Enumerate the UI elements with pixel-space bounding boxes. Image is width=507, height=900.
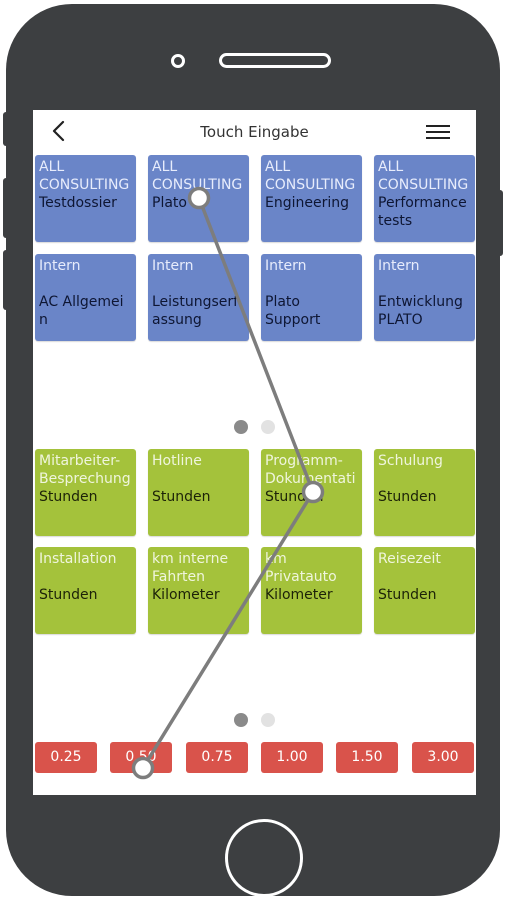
project-tile-testdossier[interactable]: ALL CONSULTING Testdossier	[35, 155, 136, 242]
tile-category: km Privatauto	[265, 551, 337, 585]
earpiece-speaker-icon	[219, 53, 331, 68]
tile-name: Entwicklung PLATO	[378, 294, 463, 328]
quantity-button-3.00[interactable]: 3.00	[412, 742, 474, 773]
tile-name: Stunden	[378, 587, 437, 603]
quantity-button-1.50[interactable]: 1.50	[336, 742, 398, 773]
tile-category: ALL CONSULTING	[265, 159, 356, 193]
tile-name: Leistungserf assung	[152, 294, 239, 328]
tile-category: Schulung	[378, 453, 443, 469]
activity-tile-installation[interactable]: Installation Stunden	[35, 547, 136, 634]
tile-name: Stunden	[39, 587, 98, 603]
quantity-button-1.00[interactable]: 1.00	[261, 742, 323, 773]
home-button[interactable]	[225, 819, 303, 897]
hamburger-menu-icon	[426, 125, 450, 139]
quantity-button-0.75[interactable]: 0.75	[186, 742, 248, 773]
tile-name: Engineering	[265, 195, 349, 211]
project-tile-performance-tests[interactable]: ALL CONSULTING Performance tests	[374, 155, 475, 242]
pager-top-dot-2[interactable]	[261, 420, 275, 434]
pager-bottom	[33, 713, 476, 727]
app-header: Touch Eingabe	[33, 110, 476, 152]
project-tile-plato[interactable]: ALL CONSULTING Plato	[148, 155, 249, 242]
quantity-button-0.25[interactable]: 0.25	[35, 742, 97, 773]
tile-name: AC Allgemein	[39, 294, 124, 328]
pager-top-dot-1[interactable]	[234, 420, 248, 434]
activity-tile-hotline[interactable]: Hotline Stunden	[148, 449, 249, 536]
tile-category: Mitarbeiter- Besprechung	[39, 453, 131, 487]
activity-tile-mitarbeiter-besprechung[interactable]: Mitarbeiter- Besprechung Stunden	[35, 449, 136, 536]
tile-name: Testdossier	[39, 195, 117, 211]
activity-tile-schulung[interactable]: Schulung Stunden	[374, 449, 475, 536]
tile-name: Stunden	[265, 489, 324, 505]
pager-top	[33, 420, 476, 434]
tile-category: Intern	[39, 258, 81, 274]
tile-category: ALL CONSULTING	[39, 159, 130, 193]
activity-tile-programm-dokumentati[interactable]: Programm- Dokumentati Stunden	[261, 449, 362, 536]
project-tile-ac-allgemein[interactable]: Intern AC Allgemein	[35, 254, 136, 341]
app-screen: Touch Eingabe ALL CONSULTING Testdossier…	[33, 110, 476, 795]
front-camera-icon	[171, 54, 185, 68]
tile-name: Plato	[152, 195, 187, 211]
project-tile-entwicklung-plato[interactable]: Intern Entwicklung PLATO	[374, 254, 475, 341]
tile-category: Hotline	[152, 453, 202, 469]
tile-category: Intern	[265, 258, 307, 274]
project-tile-engineering[interactable]: ALL CONSULTING Engineering	[261, 155, 362, 242]
tile-category: Intern	[152, 258, 194, 274]
tile-name: Plato Support	[265, 294, 321, 328]
activity-tile-km-interne-fahrten[interactable]: km interne Fahrten Kilometer	[148, 547, 249, 634]
power-button	[497, 190, 503, 256]
chevron-left-icon	[52, 120, 65, 142]
tile-category: ALL CONSULTING	[378, 159, 469, 193]
tile-name: Performance tests	[378, 195, 467, 229]
tile-category: Intern	[378, 258, 420, 274]
tile-name: Stunden	[152, 489, 211, 505]
tile-category: Programm- Dokumentati	[265, 453, 356, 487]
activity-tile-km-privatauto[interactable]: km Privatauto Kilometer	[261, 547, 362, 634]
tile-category: ALL CONSULTING	[152, 159, 243, 193]
back-button[interactable]	[47, 118, 73, 144]
tile-category: Reisezeit	[378, 551, 441, 567]
tile-category: km interne Fahrten	[152, 551, 229, 585]
tile-name: Kilometer	[265, 587, 333, 603]
pager-bottom-dot-1[interactable]	[234, 713, 248, 727]
activity-tile-reisezeit[interactable]: Reisezeit Stunden	[374, 547, 475, 634]
quantity-button-0.50[interactable]: 0.50	[110, 742, 172, 773]
tile-name: Stunden	[39, 489, 98, 505]
pager-bottom-dot-2[interactable]	[261, 713, 275, 727]
tile-name: Kilometer	[152, 587, 220, 603]
page-title: Touch Eingabe	[200, 123, 309, 141]
tile-category: Installation	[39, 551, 117, 567]
menu-button[interactable]	[425, 122, 451, 142]
project-tile-plato-support[interactable]: Intern Plato Support	[261, 254, 362, 341]
project-tile-leistungserfassung[interactable]: Intern Leistungserf assung	[148, 254, 249, 341]
tile-name: Stunden	[378, 489, 437, 505]
